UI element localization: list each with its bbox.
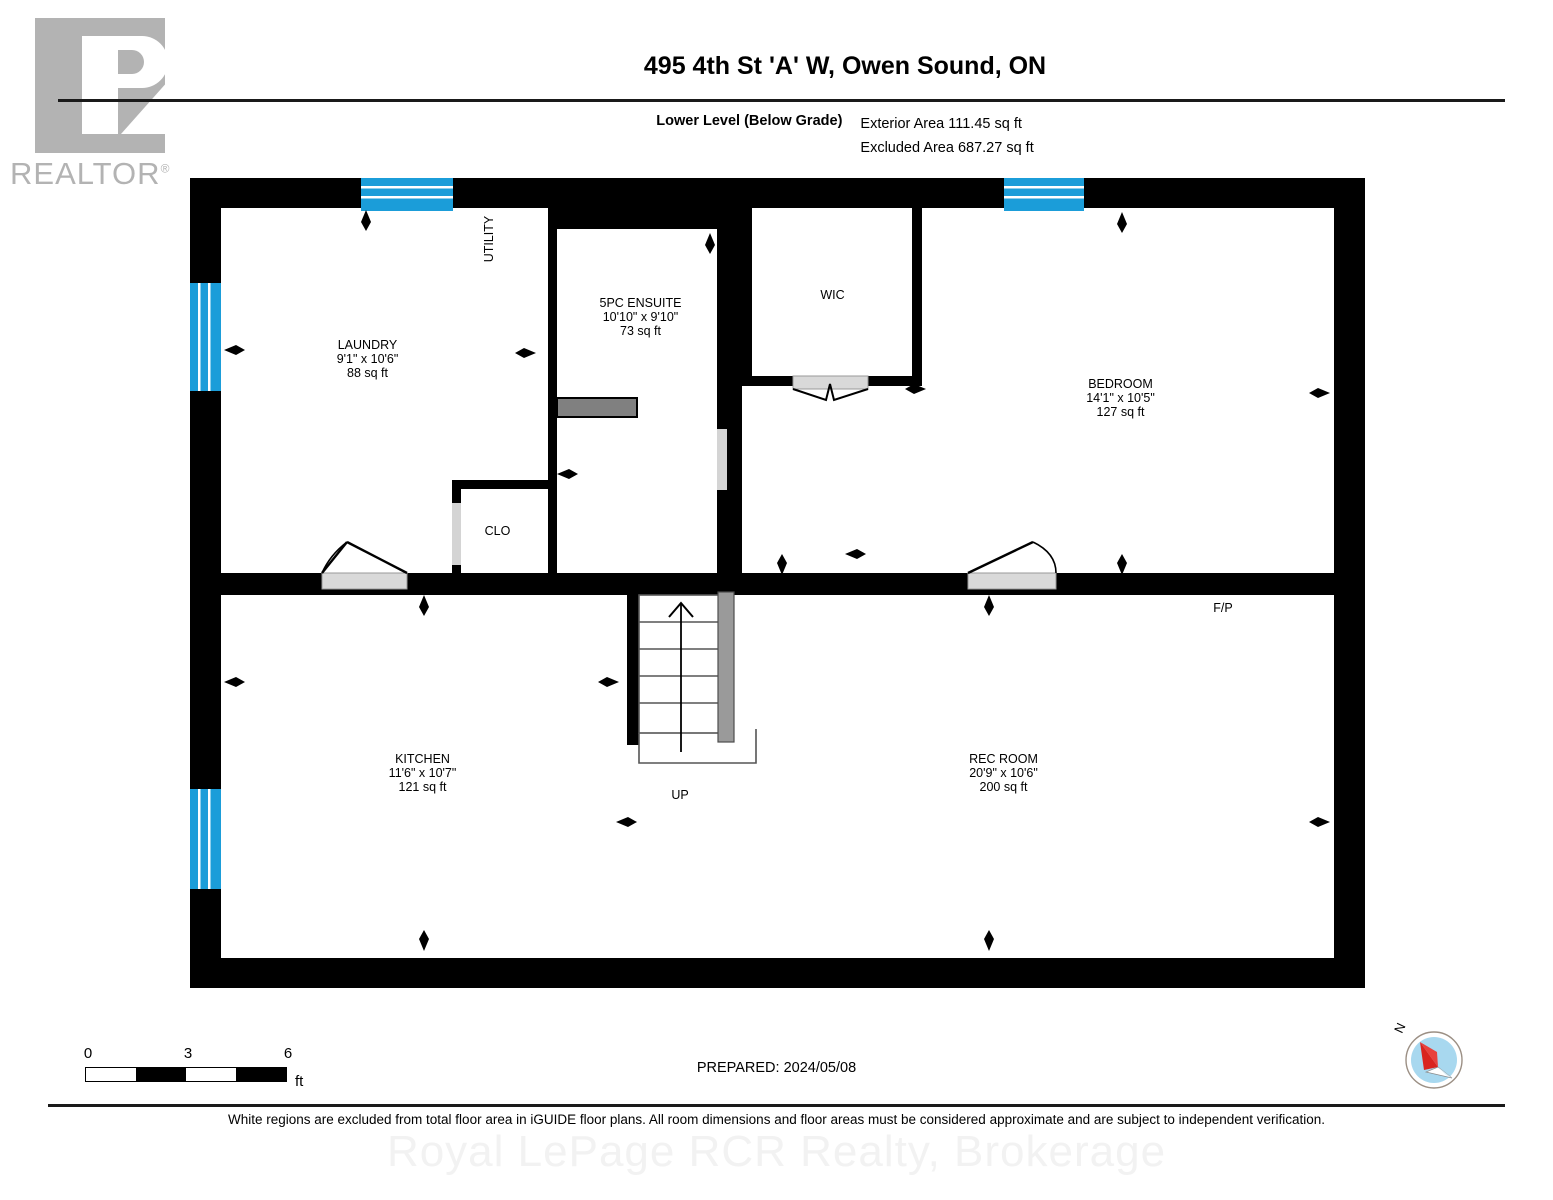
openings xyxy=(452,429,727,565)
room-name-bedroom: BEDROOM xyxy=(1088,377,1153,391)
room-name-wic: WIC xyxy=(820,288,845,302)
realtor-logo-word: REALTOR xyxy=(10,156,161,191)
room-area-kitchen: 121 sq ft xyxy=(398,780,447,794)
door-bedroom xyxy=(967,540,1057,590)
registered-mark-icon: ® xyxy=(160,161,171,176)
scale-tick-3: 3 xyxy=(183,1045,193,1062)
scale-bar: 0 3 6 ft xyxy=(80,1045,320,1100)
page-title: 495 4th St 'A' W, Owen Sound, ON xyxy=(643,52,1047,80)
scale-ticks: 0 3 6 xyxy=(80,1045,320,1065)
compass-rose: N xyxy=(1390,1020,1480,1100)
level-label: Lower Level (Below Grade) xyxy=(656,113,843,129)
realtor-logo-text: REALTOR® xyxy=(10,156,185,192)
footer-divider xyxy=(48,1104,1505,1107)
scale-tick-0: 0 xyxy=(83,1045,93,1062)
brokerage-watermark: Royal LePage RCR Realty, Brokerage xyxy=(386,1127,1167,1176)
room-dims-ensuite: 10'10" x 9'10" xyxy=(602,310,679,324)
exterior-area-label: Exterior Area 111.45 sq ft xyxy=(860,116,1022,132)
room-label-wic: WIC xyxy=(755,288,910,302)
room-dims-recroom: 20'9" x 10'6" xyxy=(969,766,1038,780)
room-label-bedroom: BEDROOM 14'1" x 10'5" 127 sq ft xyxy=(1038,377,1203,419)
level-summary: Lower Level (Below Grade) Exterior Area … xyxy=(185,112,1505,160)
room-dims-bedroom: 14'1" x 10'5" xyxy=(1086,391,1155,405)
room-area-recroom: 200 sq ft xyxy=(979,780,1028,794)
room-name-utility: UTILITY xyxy=(482,215,496,263)
realtor-logo: REALTOR® xyxy=(10,18,185,203)
area-summary: Exterior Area 111.45 sq ft Excluded Area… xyxy=(860,112,1033,160)
room-label-recroom: REC ROOM 20'9" x 10'6" 200 sq ft xyxy=(921,752,1086,794)
vanity-counter xyxy=(556,397,638,418)
room-name-laundry: LAUNDRY xyxy=(337,338,398,352)
realtor-logo-mark xyxy=(35,18,169,153)
title-divider xyxy=(58,99,1505,102)
room-name-ensuite: 5PC ENSUITE xyxy=(599,296,682,310)
room-name-kitchen: KITCHEN xyxy=(395,752,450,766)
up-label: UP xyxy=(671,788,689,802)
exterior-walls xyxy=(190,178,1365,988)
stairs xyxy=(638,591,757,764)
room-label-ensuite: 5PC ENSUITE 10'10" x 9'10" 73 sq ft xyxy=(558,296,723,338)
scale-tick-6: 6 xyxy=(283,1045,293,1062)
fireplace-label: F/P xyxy=(1213,601,1233,615)
compass-icon xyxy=(1405,1031,1463,1089)
excluded-area-label: Excluded Area 687.27 sq ft xyxy=(860,140,1034,156)
scale-bar-segments xyxy=(85,1067,287,1082)
disclaimer-text: White regions are excluded from total fl… xyxy=(227,1112,1326,1127)
room-area-laundry: 88 sq ft xyxy=(347,366,388,380)
room-label-fireplace: F/P xyxy=(1188,601,1258,615)
room-label-clo: CLO xyxy=(455,524,540,538)
room-area-bedroom: 127 sq ft xyxy=(1096,405,1145,419)
windows xyxy=(190,178,1084,889)
view-arrows xyxy=(224,210,1330,951)
room-dims-kitchen: 11'6" x 10'7" xyxy=(388,766,457,780)
room-area-ensuite: 73 sq ft xyxy=(620,324,661,338)
stairs-direction-label: UP xyxy=(650,788,710,802)
door-wic-bifold xyxy=(792,375,869,402)
prepared-date: PREPARED: 2024/05/08 xyxy=(696,1060,857,1076)
room-name-clo: CLO xyxy=(484,524,511,538)
scale-unit-label: ft xyxy=(295,1073,304,1090)
room-label-laundry: LAUNDRY 9'1" x 10'6" 88 sq ft xyxy=(285,338,450,380)
room-dims-laundry: 9'1" x 10'6" xyxy=(336,352,399,366)
room-label-utility: UTILITY xyxy=(482,194,496,284)
door-laundry xyxy=(321,540,408,590)
room-name-recroom: REC ROOM xyxy=(969,752,1038,766)
room-label-kitchen: KITCHEN 11'6" x 10'7" 121 sq ft xyxy=(340,752,505,794)
